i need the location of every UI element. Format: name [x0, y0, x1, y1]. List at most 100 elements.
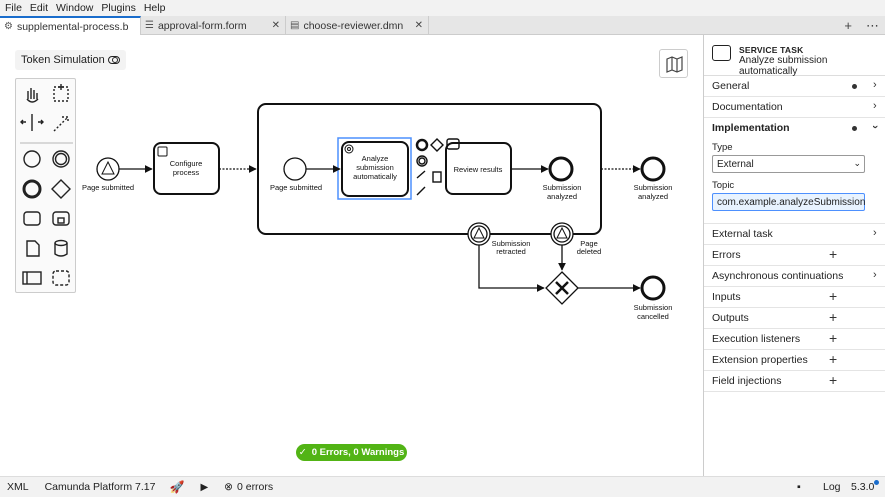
lint-status-badge[interactable]: ✓ 0 Errors, 0 Warnings — [296, 444, 407, 461]
append-intermediate-icon — [416, 155, 428, 167]
implementation-type-select[interactable]: External ⌄ — [712, 155, 865, 173]
analyze-task — [341, 141, 409, 197]
label-configure-1: Configure — [170, 159, 203, 168]
tab-actions: + ⋯ — [844, 16, 879, 35]
errors-count[interactable]: 0 errors — [236, 481, 274, 493]
bpmn-canvas[interactable] — [0, 35, 703, 476]
group-outputs[interactable]: Outputs + — [704, 308, 885, 329]
connect-icon — [416, 186, 426, 196]
chevron-right-icon: › — [873, 269, 877, 281]
group-field-injections[interactable]: Field injections + — [704, 371, 885, 392]
label-analyze-3: automatically — [353, 172, 397, 181]
group-implementation[interactable]: Implementation › — [712, 122, 881, 134]
create-intermediate-event-icon — [52, 150, 70, 168]
group-async-continuations[interactable]: Asynchronous continuations › — [704, 266, 885, 287]
menu-edit[interactable]: Edit — [29, 2, 49, 14]
add-icon[interactable]: + — [829, 309, 838, 325]
append-end-event-icon — [415, 138, 429, 152]
append-gateway-icon — [430, 138, 444, 152]
lasso-tool-icon — [53, 84, 69, 102]
create-start-event-icon — [23, 150, 41, 168]
implementation-body: Type External ⌄ Topic com.example.analyz… — [704, 139, 885, 224]
close-icon[interactable]: ✕ — [414, 20, 423, 31]
group-general[interactable]: General › — [704, 76, 885, 97]
check-icon: ✓ — [298, 447, 307, 458]
add-icon[interactable]: + — [829, 288, 838, 304]
add-icon[interactable]: + — [829, 351, 838, 367]
global-connect-icon — [53, 116, 69, 132]
boundary-deleted-inner — [553, 225, 571, 243]
create-group-icon — [52, 270, 70, 286]
label-outer-end-2: analyzed — [638, 192, 668, 201]
bpmn-diagram: Page submitted Page submitted Review res… — [82, 103, 672, 321]
more-options-icon[interactable]: ⋯ — [866, 17, 879, 33]
create-gateway-icon — [51, 179, 71, 199]
sub-end-event — [548, 156, 574, 182]
status-bar: XML Camunda Platform 7.17 🚀 ▶ ⊗ 0 errors… — [0, 476, 885, 497]
deploy-rocket-icon[interactable]: 🚀 — [169, 480, 185, 494]
menu-window[interactable]: Window — [56, 2, 94, 14]
space-tool-icon — [20, 114, 44, 131]
cancel-end-event — [640, 275, 666, 301]
delete-icon — [432, 171, 442, 183]
tab-supplemental-process[interactable]: ⚙ supplemental-process.bpmn — [0, 16, 141, 35]
toggle-icon — [107, 56, 120, 64]
label-configure-2: process — [173, 168, 200, 177]
label-review: Review results — [454, 165, 503, 174]
group-external-task[interactable]: External task › — [704, 224, 885, 245]
element-name: Analyze submission automatically — [739, 55, 828, 77]
add-icon[interactable]: + — [829, 330, 838, 346]
create-pool-icon — [22, 271, 42, 285]
topic-input[interactable]: com.example.analyzeSubmission — [712, 193, 865, 211]
add-icon[interactable]: + — [829, 246, 838, 262]
token-simulation-toggle[interactable]: Token Simulation — [15, 50, 126, 70]
outer-end-event — [640, 156, 666, 182]
tab-approval-form[interactable]: ☰ approval-form.form ✕ — [141, 16, 286, 35]
format-label[interactable]: XML — [7, 481, 29, 493]
platform-label[interactable]: Camunda Platform 7.17 — [44, 481, 156, 493]
group-extension-properties[interactable]: Extension properties + — [704, 350, 885, 371]
label-sub-end-2: analyzed — [547, 192, 577, 201]
label-deleted-2: deleted — [577, 247, 602, 256]
create-subprocess-icon — [52, 211, 70, 226]
label-sub-end-1: Submission — [543, 183, 582, 192]
chevron-down-icon: ⌄ — [853, 158, 861, 168]
chevron-right-icon: › — [873, 79, 877, 91]
tab-label: choose-reviewer.dmn — [303, 19, 404, 32]
label-analyze-2: submission — [356, 163, 394, 172]
type-label: Type — [712, 142, 733, 153]
group-execution-listeners[interactable]: Execution listeners + — [704, 329, 885, 350]
context-pad — [415, 138, 460, 196]
menu-plugins[interactable]: Plugins — [101, 2, 136, 14]
append-task-icon — [446, 138, 460, 150]
chevron-right-icon: › — [873, 227, 877, 239]
tab-choose-reviewer[interactable]: ▤ choose-reviewer.dmn ✕ — [286, 16, 429, 35]
group-inputs[interactable]: Inputs + — [704, 287, 885, 308]
data-indicator-dot — [852, 84, 857, 89]
add-tab-icon[interactable]: + — [844, 18, 852, 33]
menu-file[interactable]: File — [5, 2, 22, 14]
tab-bar: ⚙ supplemental-process.bpmn ☰ approval-f… — [0, 16, 885, 35]
create-data-store-icon — [54, 239, 68, 247]
log-button[interactable]: Log — [823, 481, 841, 493]
add-icon[interactable]: + — [829, 372, 838, 388]
run-play-icon[interactable]: ▶ — [200, 481, 209, 493]
feedback-icon[interactable]: ▪ — [797, 481, 801, 493]
minimap-toggle-button[interactable] — [659, 49, 688, 78]
token-simulation-label: Token Simulation — [21, 54, 105, 66]
element-type: SERVICE TASK — [739, 45, 804, 55]
group-documentation[interactable]: Documentation › — [704, 97, 885, 118]
sub-start-event — [283, 157, 307, 181]
hand-tool-icon — [26, 88, 39, 103]
create-data-object-icon — [26, 240, 40, 257]
boundary-retracted-inner — [470, 225, 488, 243]
data-indicator-dot — [852, 126, 857, 131]
bpmn-file-icon: ⚙ — [4, 21, 13, 32]
close-icon[interactable]: ✕ — [271, 20, 280, 31]
version-label[interactable]: 5.3.0 — [851, 481, 875, 493]
menu-help[interactable]: Help — [143, 2, 166, 14]
lint-status-text: 0 Errors, 0 Warnings — [311, 447, 405, 458]
label-cancel-2: cancelled — [637, 312, 669, 321]
group-errors[interactable]: Errors + — [704, 245, 885, 266]
tab-label: supplemental-process.bpmn — [16, 20, 129, 33]
